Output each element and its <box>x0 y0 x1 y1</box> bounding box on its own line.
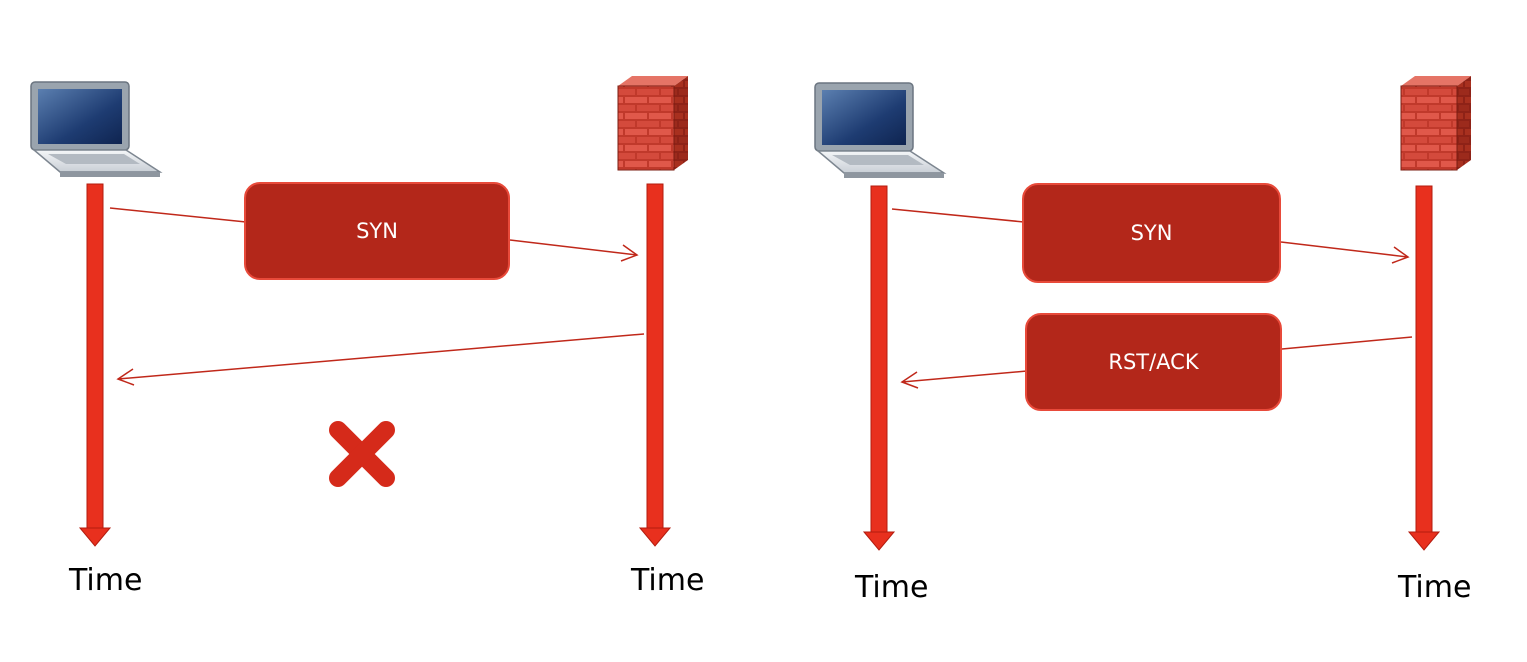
firewall-icon <box>617 76 688 171</box>
rst-ack-label: RST/ACK <box>1108 350 1199 374</box>
time-label-server: Time <box>1398 570 1472 605</box>
timeline-server <box>1407 185 1441 551</box>
firewall-icon <box>1400 76 1471 171</box>
time-label-client: Time <box>69 563 143 598</box>
rst-ack-message-box: RST/ACK <box>1025 313 1282 411</box>
time-label-server: Time <box>631 563 705 598</box>
syn-arrow <box>891 208 1410 264</box>
syn-message-box: SYN <box>244 182 510 280</box>
return-arrow <box>116 333 645 386</box>
time-label-client: Time <box>855 570 929 605</box>
rst-ack-arrow <box>900 336 1413 389</box>
timeline-client <box>78 183 112 547</box>
laptop-icon <box>30 81 163 177</box>
syn-arrow <box>109 207 639 262</box>
timeline-client <box>862 185 896 551</box>
syn-label: SYN <box>1130 221 1173 245</box>
syn-message-box: SYN <box>1022 183 1281 283</box>
syn-label: SYN <box>356 219 398 243</box>
timeline-server <box>638 183 672 547</box>
laptop-icon <box>814 82 947 178</box>
cross-icon <box>329 421 395 487</box>
